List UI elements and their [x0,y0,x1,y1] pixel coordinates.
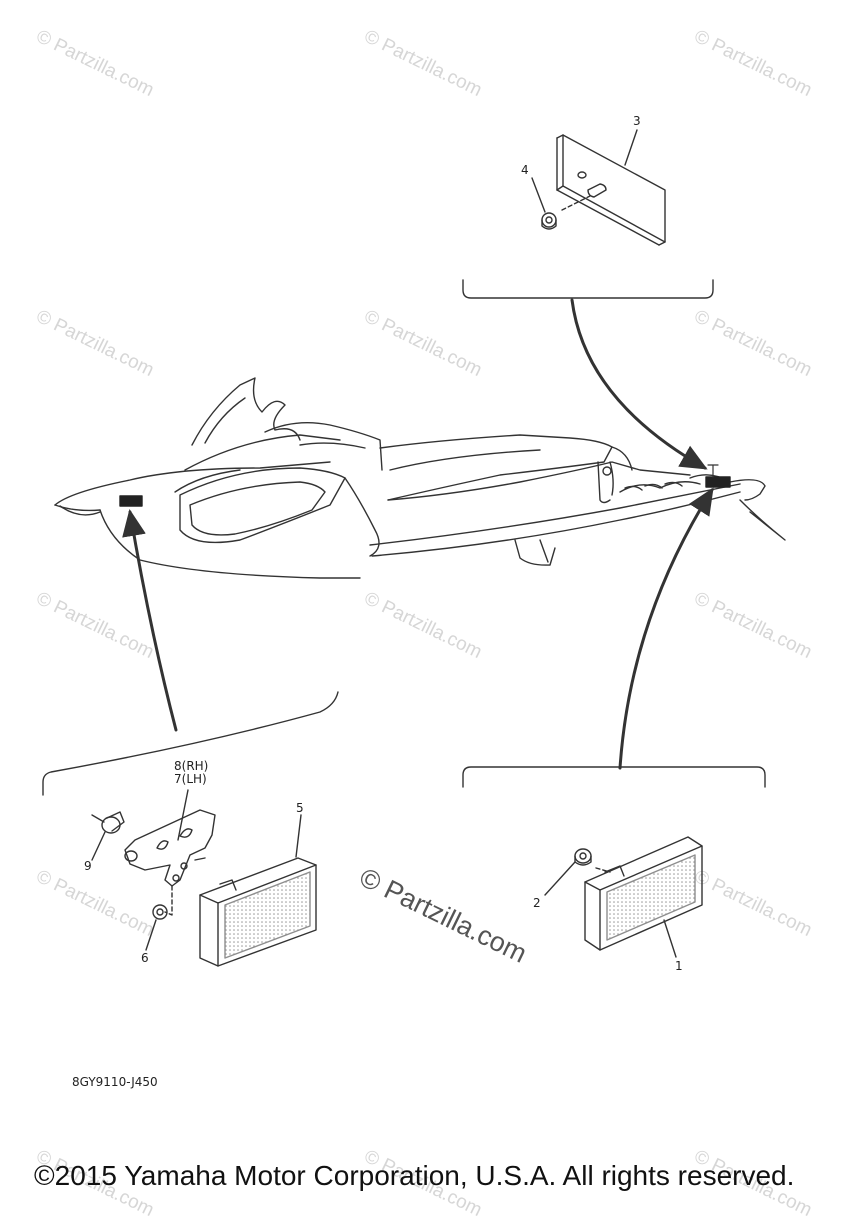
inset-left-front-reflector [42,691,339,967]
callout-5: 5 [296,801,304,815]
nut-4 [541,212,557,230]
leader-1 [663,919,677,958]
callout-6: 6 [141,951,149,965]
arrow-top-to-rear [570,298,708,470]
callout-1: 1 [675,959,683,973]
leader-5 [295,814,302,858]
stud [587,183,607,198]
arrow-left-to-front [122,509,178,732]
callout-2: 2 [533,896,541,910]
nut-6 [152,904,168,920]
inset-bracket-left [42,691,339,796]
callout-4: 4 [521,163,529,177]
reflector-1 [584,836,703,951]
inset-top-rear-reflector [462,129,714,299]
inset-right-rear-reflector [462,766,766,958]
inset-bracket-top [462,279,714,299]
leader-6 [145,919,157,951]
stud [577,171,587,179]
arrow-right-to-rear [618,487,714,770]
front-reflector-location [119,495,143,507]
inset-bracket-right [462,766,766,788]
leader-8-7 [177,789,189,841]
bracket-7-8 [124,809,216,887]
reflector-5 [199,857,317,967]
callout-9: 9 [84,859,92,873]
snowmobile-body [54,377,786,579]
leader-3 [624,129,638,166]
callout-8: 8(RH) [174,759,209,773]
drawing-code: 8GY9110-J450 [72,1075,158,1089]
nut-2 [574,848,592,866]
rear-reflector-location [705,476,731,488]
leader-2 [544,861,576,896]
leader-4 [531,177,546,213]
copyright-notice: ©2015 Yamaha Motor Corporation, U.S.A. A… [34,1160,795,1191]
reflector-plate-3 [562,134,666,243]
callout-7: 7(LH) [174,772,207,786]
callout-3: 3 [633,114,641,128]
rivet-9 [91,811,125,834]
leader-9 [91,831,106,861]
